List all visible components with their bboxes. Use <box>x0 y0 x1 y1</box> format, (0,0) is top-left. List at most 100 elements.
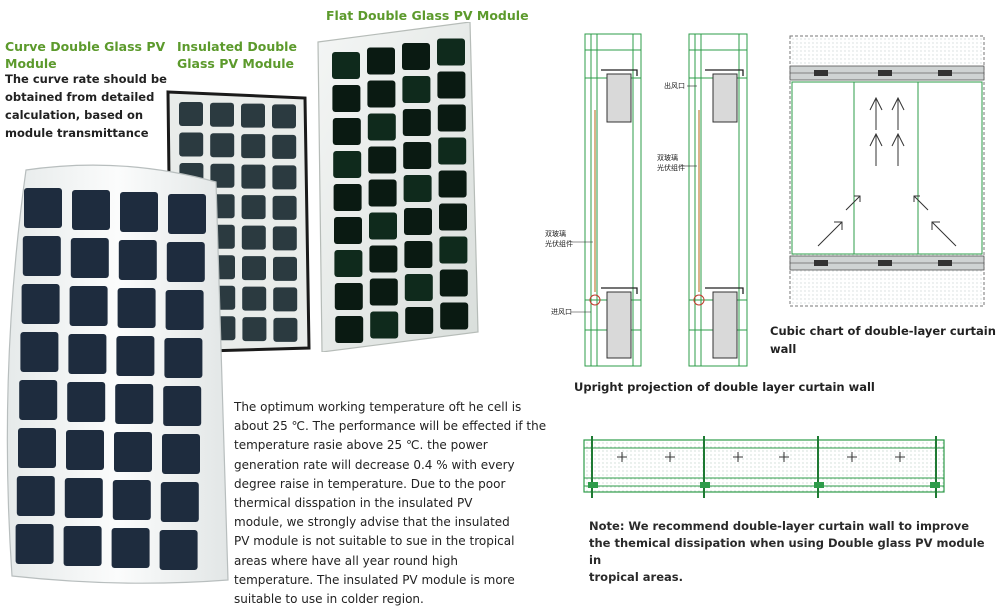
pv-cell <box>115 384 154 424</box>
paragraph-line: PV module is not suitable to sue in the … <box>234 534 515 549</box>
pv-cell <box>242 256 266 281</box>
pv-cell <box>111 528 150 568</box>
pv-cell <box>403 175 432 202</box>
pv-cell <box>272 195 297 220</box>
pv-cell <box>20 332 59 372</box>
pv-cell <box>405 307 434 334</box>
curve-caption-line-2: Module <box>5 56 57 71</box>
pv-cell <box>241 103 265 128</box>
paragraph-line: areas where have all year round high <box>234 553 458 568</box>
pv-cell <box>163 386 202 426</box>
paragraph-line: temperature rasie above 25 ℃. the power <box>234 438 488 453</box>
upright-projection-diagram: 出风口 双玻璃 光伏组件 双玻璃 光伏组件 进风口 <box>545 33 748 367</box>
pv-cell <box>19 380 58 420</box>
cubic-chart-caption: Cubic chart of double-layer curtain wall <box>770 324 996 356</box>
pv-cell <box>273 256 297 281</box>
pv-cell <box>162 434 200 474</box>
pv-cell <box>334 250 363 277</box>
pv-cell <box>241 164 266 189</box>
curve-desc-line: The curve rate should be <box>5 72 167 86</box>
pv-cell <box>241 134 266 159</box>
curve-desc-line: obtained from detailed <box>5 90 155 104</box>
curve-module-caption: Curve Double Glass PV Module <box>5 38 165 72</box>
curtain-wall-section-strip <box>583 436 945 498</box>
pv-cell <box>166 242 205 282</box>
pv-cell <box>64 478 103 518</box>
pv-cell <box>120 192 158 232</box>
pv-cell <box>368 179 397 207</box>
pv-cell <box>439 269 468 297</box>
pv-cell <box>160 482 199 522</box>
pv-cell <box>272 165 297 190</box>
pv-cell <box>439 236 468 264</box>
paragraph-line: The optimum working temperature oft he c… <box>234 400 522 414</box>
inlet-label: 进风口 <box>551 308 572 316</box>
pv-cell <box>241 225 266 250</box>
pv-cell <box>272 104 296 129</box>
note-line: tropical areas. <box>589 570 683 584</box>
pv-cell <box>437 104 466 132</box>
pv-cell <box>368 146 397 174</box>
recommendation-note: Note: We recommend double-layer curtain … <box>589 518 1000 586</box>
pv-cell <box>332 118 361 145</box>
curve-caption-line-1: Curve Double Glass PV <box>5 39 166 54</box>
pv-cell <box>334 283 363 310</box>
pv-cell <box>114 432 152 472</box>
pv-cell <box>242 286 267 311</box>
pv-cell <box>334 217 362 244</box>
pv-cell <box>15 524 54 564</box>
outlet-label: 出风口 <box>664 81 685 90</box>
curve-double-glass-module <box>6 164 229 584</box>
pv-cell <box>165 290 204 330</box>
pv-cell <box>116 336 155 376</box>
pv-cell <box>404 208 432 235</box>
pv-cell <box>439 203 467 231</box>
pv-cell <box>370 311 399 339</box>
curve-desc-line: module transmittance <box>5 126 149 140</box>
pv-cell <box>332 85 361 112</box>
double-glass-label-right-2: 光伏组件 <box>657 163 685 172</box>
pv-cell <box>242 317 267 342</box>
pv-cell <box>118 240 157 280</box>
pv-cell <box>369 278 398 306</box>
thermal-advisory-paragraph: The optimum working temperature oft he c… <box>234 398 546 609</box>
paragraph-line: temperature. The insulated PV module is … <box>234 572 515 587</box>
double-glass-label-right-1: 双玻璃 <box>657 153 678 162</box>
paragraph-line: thermical disspation in the insulated PV <box>234 496 473 511</box>
pv-cell <box>438 137 467 165</box>
pv-cell <box>404 241 433 268</box>
pv-cell <box>112 480 151 520</box>
pv-cell <box>241 195 266 220</box>
pv-cell <box>164 338 203 378</box>
paragraph-line: degree raise in temperature. Due to the … <box>234 476 506 491</box>
flat-double-glass-module <box>317 22 479 352</box>
pv-cell <box>24 188 62 228</box>
pv-cell <box>367 113 396 141</box>
insulated-caption-line-2: Glass PV Module <box>177 56 295 71</box>
paragraph-line: module, we strongly advise that the insu… <box>234 515 510 530</box>
pv-cell <box>69 286 108 326</box>
pv-cell <box>367 47 395 75</box>
pv-cell <box>21 284 60 324</box>
curve-description: The curve rate should be obtained from d… <box>5 70 167 142</box>
pv-cell <box>438 170 467 198</box>
insulated-double-glass-module <box>166 90 311 354</box>
pv-cell <box>117 288 156 328</box>
paragraph-line: suitable to use in colder region. <box>234 592 424 607</box>
pv-cell <box>402 109 431 136</box>
pv-cell <box>402 76 431 103</box>
pv-cell <box>273 317 298 342</box>
pv-cell <box>63 526 102 566</box>
pv-cell <box>16 476 55 516</box>
paragraph-line: generation rate will decrease 0.4 % with… <box>234 457 515 472</box>
pv-cell <box>67 382 106 422</box>
section-left <box>584 33 642 367</box>
upright-projection-caption: Upright projection of double layer curta… <box>574 380 875 394</box>
pv-cell <box>367 80 396 108</box>
pv-cell <box>179 132 204 157</box>
pv-cell <box>179 102 203 126</box>
pv-cell <box>403 142 432 169</box>
pv-cell <box>437 38 465 66</box>
pv-cell <box>402 43 430 70</box>
double-glass-label-left-2: 光伏组件 <box>545 239 573 248</box>
